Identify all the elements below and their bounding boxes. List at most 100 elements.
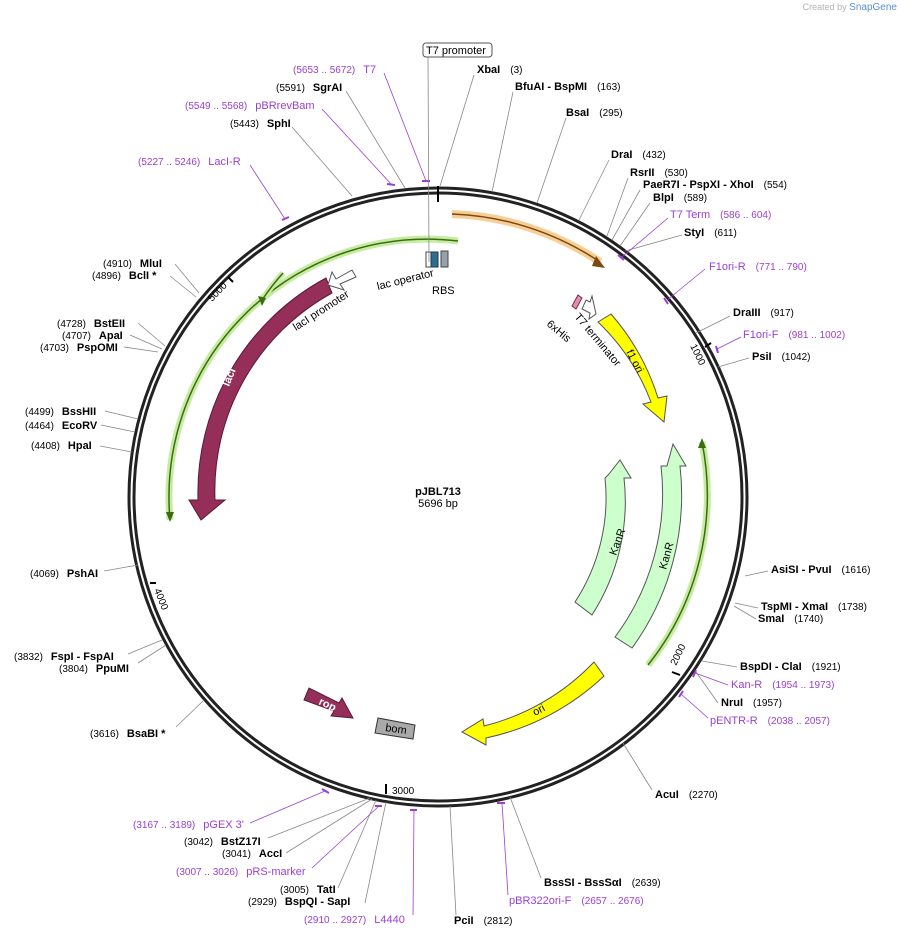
enzyme-label-bsabi: (3616)BsaBI *	[90, 728, 166, 740]
enzyme-label-pcii: PciI(2812)	[454, 915, 512, 927]
enzyme-label-ecorv: (4464)EcoRV	[25, 420, 98, 432]
enzyme-label-rsrii: RsrII(530)	[630, 167, 688, 179]
bom-label: bom	[385, 722, 408, 737]
orf-arc	[451, 213, 601, 263]
leader	[100, 424, 136, 433]
laci-promoter-feature	[327, 269, 357, 291]
rbs-label: RBS	[432, 285, 455, 297]
enzyme-label-pspomi: (4703)PspOMI	[40, 342, 118, 354]
enzyme-label-asisi: AsiSI - PvuI(1616)	[771, 564, 870, 576]
green-arc-right	[647, 441, 709, 666]
kanr-inner-feature	[574, 459, 632, 616]
enzyme-label-apai: (4707)ApaI	[62, 330, 123, 342]
leader	[536, 117, 567, 204]
t7-terminator-feature	[581, 294, 597, 321]
enzyme-label-blpi: BlpI(589)	[653, 192, 707, 204]
leader	[744, 570, 769, 577]
leader	[129, 334, 163, 350]
leader	[578, 159, 610, 221]
enzyme-label-bstcii: (4728)BstEII	[57, 318, 125, 330]
primer-label-pentr-r: pENTR-R(2038 .. 2057)	[710, 715, 830, 727]
leader	[103, 564, 139, 572]
leader	[439, 74, 475, 187]
green-arc-right-head	[698, 438, 706, 448]
leader	[321, 108, 392, 185]
leader	[104, 410, 139, 420]
leader	[311, 805, 380, 869]
primer-marker	[386, 183, 396, 186]
leader	[717, 357, 750, 368]
primer-label-l4440: (2910 .. 2927)L4440	[304, 914, 405, 926]
rop-feature	[303, 687, 354, 719]
leader	[606, 177, 629, 237]
leader	[291, 126, 353, 197]
enzyme-label-hpai: (4408)HpaI	[31, 440, 92, 452]
f1ori-feature	[597, 313, 668, 423]
primer-marker	[715, 345, 719, 354]
enzyme-labels-left: (2929)BspQI - SapI (3005)TatI (3041)AccI…	[14, 82, 350, 908]
leader	[175, 699, 205, 728]
leader	[249, 790, 326, 824]
enzyme-label-bsssi: BssSI - BssSαI(2639)	[544, 877, 661, 889]
primer-label-prs-marker: (3007 .. 3026)pRS-marker	[176, 866, 306, 878]
primer-label-laci-r: (5227 .. 5246)LacI-R	[138, 156, 241, 168]
credit-prefix: Created by	[802, 2, 847, 12]
ori-feature	[461, 661, 605, 746]
primer-label-f1ori-r: F1ori-R(771 .. 790)	[709, 261, 807, 273]
enzyme-label-acui: AcuI(2270)	[655, 789, 718, 801]
enzyme-label-nrui: NruI(1957)	[721, 697, 782, 709]
snapgene-credit: Created by SnapGene	[803, 2, 897, 13]
leader	[169, 275, 197, 298]
t7-promoter-label: T7 promoter	[426, 45, 486, 57]
primer-marker	[692, 669, 697, 678]
primer-label-pbrrevbam: (5549 .. 5568)pBRrevBam	[185, 100, 315, 112]
enzyme-label-bspdi: BspDI - ClaI(1921)	[740, 661, 841, 673]
primer-marker	[281, 216, 290, 221]
enzyme-label-fspi: (3832)FspI - FspAI	[14, 651, 114, 663]
enzyme-label-xbai: XbaI(3)	[477, 64, 522, 76]
ori-label: ori	[531, 702, 547, 718]
enzyme-label-acci: (3041)AccI	[222, 848, 282, 860]
primer-label-kan-r: Kan-R(1954 .. 1973)	[731, 679, 834, 691]
leader	[412, 809, 415, 916]
green-arc-mid-head	[258, 296, 266, 306]
enzyme-label-bspqi: (2929)BspQI - SapI	[248, 896, 350, 908]
tick-label-3000: 3000	[392, 786, 415, 797]
lac-operator-feature	[430, 251, 439, 268]
enzyme-label-ppumi: (3804)PpuMI	[59, 663, 129, 675]
leader	[491, 91, 514, 193]
leader	[695, 315, 731, 334]
leader	[337, 799, 377, 889]
rbs-feature	[440, 250, 449, 268]
leader	[680, 693, 709, 719]
primer-label-t7term: T7 Term(586 .. 604)	[670, 209, 771, 221]
leader	[174, 263, 200, 294]
enzyme-label-psii: PsiI(1042)	[752, 351, 810, 363]
leader	[624, 234, 683, 252]
leader	[285, 798, 373, 854]
leader	[249, 164, 286, 220]
leader	[509, 796, 542, 879]
enzyme-label-tspmi: TspMI - XmaI(1738)	[761, 601, 867, 613]
leader	[267, 797, 371, 839]
enzyme-label-bsai: BsaI(295)	[566, 107, 623, 119]
leader	[621, 217, 669, 258]
leader	[694, 672, 729, 686]
leader	[665, 268, 706, 302]
enzyme-label-pshai: (4069)PshAI	[30, 568, 98, 580]
leader	[345, 90, 406, 189]
enzyme-label-mlui: (4910)MluI	[103, 258, 162, 270]
tick-5000: 5000	[206, 276, 234, 304]
plasmid-size: 5696 bp	[418, 498, 458, 510]
leader	[622, 742, 653, 791]
enzyme-label-bstz17i: (3042)BstZ17I	[184, 836, 261, 848]
tick-label-5000: 5000	[206, 280, 230, 304]
primer-label-pgex3: (3167 .. 3189)pGEX 3'	[133, 819, 244, 831]
tick-label-2000: 2000	[669, 642, 689, 667]
leader	[501, 802, 509, 896]
primer-label-pbr322ori-f: pBR322ori-F(2657 .. 2676)	[509, 895, 644, 907]
orf-arc-head	[592, 256, 605, 268]
tick-label-1000: 1000	[687, 342, 707, 367]
enzyme-labels-right: XbaI(3) BfuAI - BspMI(163) BsaI(295) Dra…	[454, 64, 870, 927]
